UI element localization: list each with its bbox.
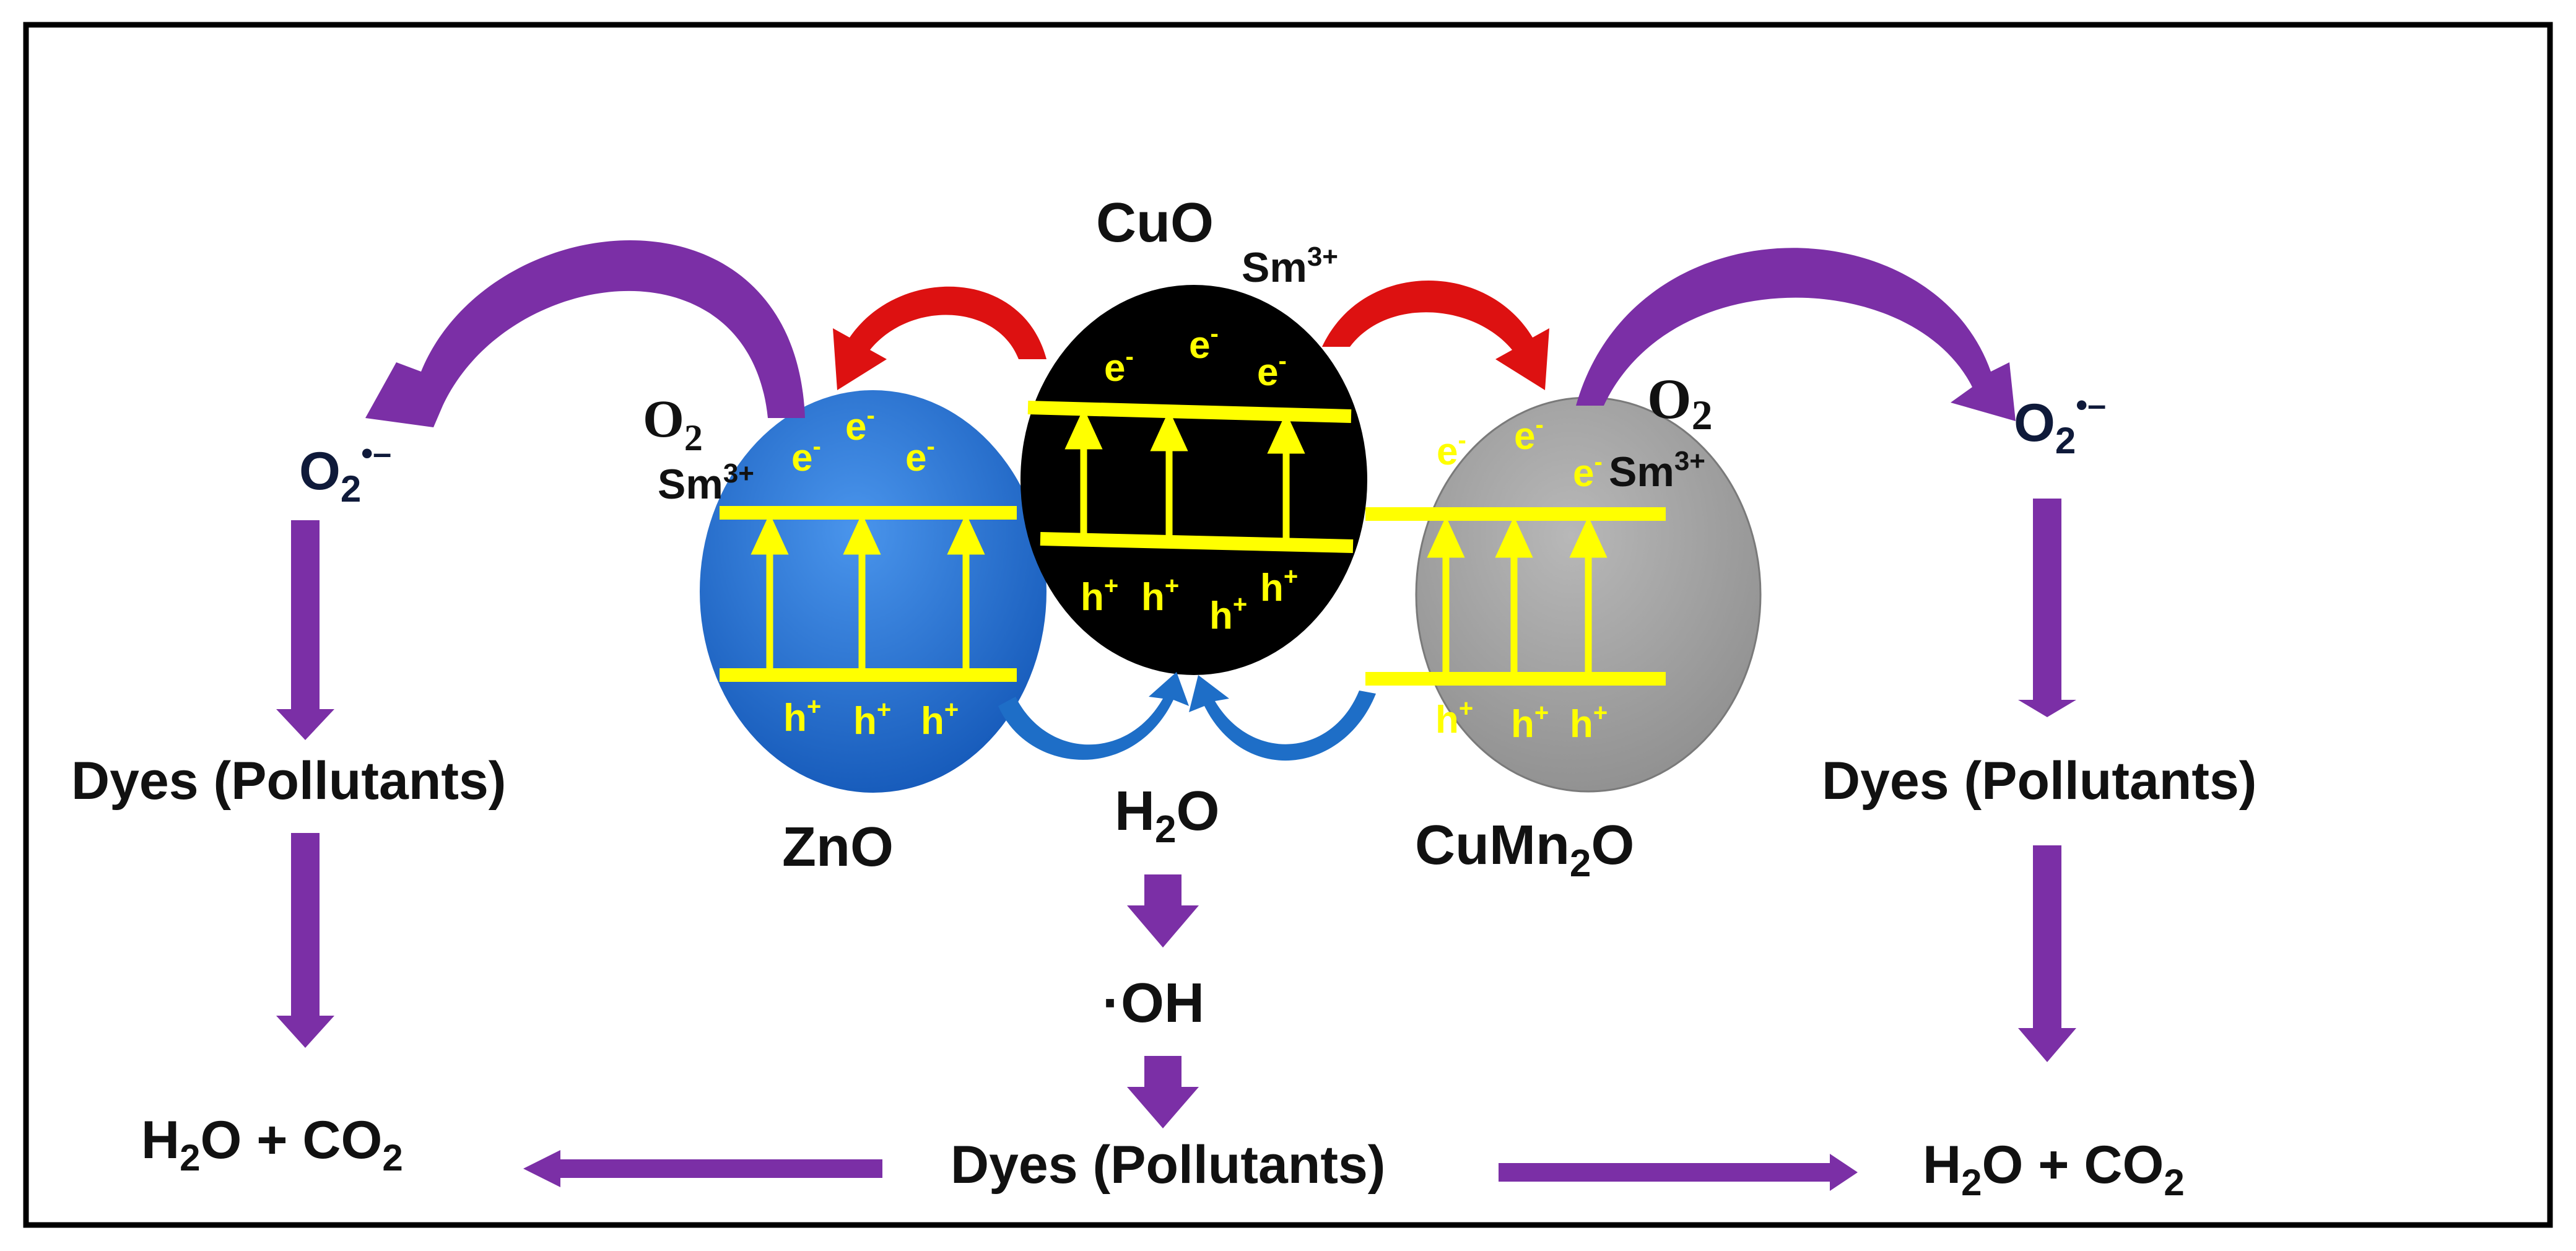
zno-electron: e- xyxy=(845,402,875,448)
cumn2o-hole: h+ xyxy=(1570,699,1608,746)
cuo-to-cumn2o-arrow xyxy=(1322,281,1549,390)
cumn2o-hole: h+ xyxy=(1435,695,1473,741)
h2o-label: H2O xyxy=(1115,780,1220,851)
center-arrow-1-shaft xyxy=(1144,874,1181,909)
cuo-hole: h+ xyxy=(1209,591,1247,637)
electron-transfer-arrows xyxy=(833,281,1549,390)
cumn2o-bands xyxy=(1365,507,1666,686)
cuo-conduction-band xyxy=(1027,401,1352,423)
cumn2o-electron: e- xyxy=(1514,411,1544,458)
zno-particle xyxy=(700,390,1046,793)
bottom-right-arrow-head xyxy=(1830,1154,1858,1191)
dyes-label-right: Dyes (Pollutants) xyxy=(1822,751,2256,811)
zno-bands xyxy=(720,506,1017,682)
center-arrow-1-head xyxy=(1127,905,1199,948)
bottom-right-arrow-shaft xyxy=(1499,1163,1833,1182)
left-arrow-1-head xyxy=(276,709,334,740)
sm-label-cuo: Sm3+ xyxy=(1242,242,1338,291)
purple-arrows xyxy=(276,240,2076,1191)
left-arrow-2-head xyxy=(276,1016,334,1048)
sm-label-zno: Sm3+ xyxy=(658,458,754,508)
cumn2o-h2o-arrow xyxy=(1189,675,1376,761)
hydroxyl-radical-label: ·OH xyxy=(1102,972,1204,1034)
center-arrow-2-head xyxy=(1127,1087,1199,1128)
superoxide-label-left: O2•– xyxy=(299,435,391,510)
cumn2o-to-superoxide-arrow xyxy=(1576,248,2016,421)
left-arrow-1-shaft xyxy=(291,520,320,712)
zno-electron: e- xyxy=(791,433,821,479)
right-arrow-2-head xyxy=(2018,1028,2076,1062)
dyes-label-left: Dyes (Pollutants) xyxy=(71,751,506,811)
product-label-left: H2O + CO2 xyxy=(141,1110,403,1179)
product-label-right: H2O + CO2 xyxy=(1923,1135,2185,1203)
cumn2o-label: CuMn2O xyxy=(1415,814,1634,885)
cumn2o-electron: e- xyxy=(1573,448,1603,495)
zno-to-superoxide-arrow xyxy=(365,240,805,427)
right-arrow-1-head xyxy=(2018,700,2076,717)
right-arrow-1-shaft xyxy=(2033,499,2061,703)
zno-hole: h+ xyxy=(853,696,891,743)
superoxide-label-right: O2•– xyxy=(2014,386,2106,461)
zno-electron: e- xyxy=(905,433,935,479)
cuo-particle xyxy=(1020,285,1367,675)
zno-label: ZnO xyxy=(782,816,894,878)
zno-hole: h+ xyxy=(921,696,959,743)
right-arrow-2-shaft xyxy=(2033,845,2061,1031)
o2-label-cumn2o: O2 xyxy=(1647,367,1713,438)
cuo-label: CuO xyxy=(1096,192,1214,254)
labels: CuO Sm3+ O2 Sm3+ O2 Sm3+ ZnO CuMn2O H2O … xyxy=(71,192,2256,1203)
sm-label-cumn2o: Sm3+ xyxy=(1609,446,1705,495)
zno-hole: h+ xyxy=(783,693,821,739)
center-arrow-2-shaft xyxy=(1144,1056,1181,1090)
cumn2o-electron: e- xyxy=(1437,427,1466,473)
dyes-label-center: Dyes (Pollutants) xyxy=(951,1135,1385,1195)
cumn2o-hole: h+ xyxy=(1511,699,1549,746)
cuo-to-zno-arrow xyxy=(833,286,1046,390)
cuo-electron: e- xyxy=(1104,343,1134,390)
cuo-hole: h+ xyxy=(1081,572,1118,619)
cuo-electron: e- xyxy=(1257,347,1287,394)
cuo-hole: h+ xyxy=(1141,572,1179,619)
cuo-electron: e- xyxy=(1189,320,1219,367)
cuo-hole: h+ xyxy=(1260,563,1298,609)
hole-transfer-arrows xyxy=(998,672,1376,761)
cuo-bands xyxy=(1027,401,1354,553)
bottom-left-arrow-shaft xyxy=(557,1159,882,1178)
left-arrow-2-shaft xyxy=(291,833,320,1019)
o2-label-zno: O2 xyxy=(643,389,703,458)
superoxide-labels: O2•– O2•– xyxy=(299,386,2106,510)
cuo-valence-band xyxy=(1040,532,1354,553)
bottom-left-arrow-head xyxy=(523,1150,560,1187)
zno-h2o-arrow xyxy=(998,672,1189,760)
carriers: e- e- e- h+ h+ h+ e- e- e- h+ h+ h+ h+ e… xyxy=(783,320,1608,746)
